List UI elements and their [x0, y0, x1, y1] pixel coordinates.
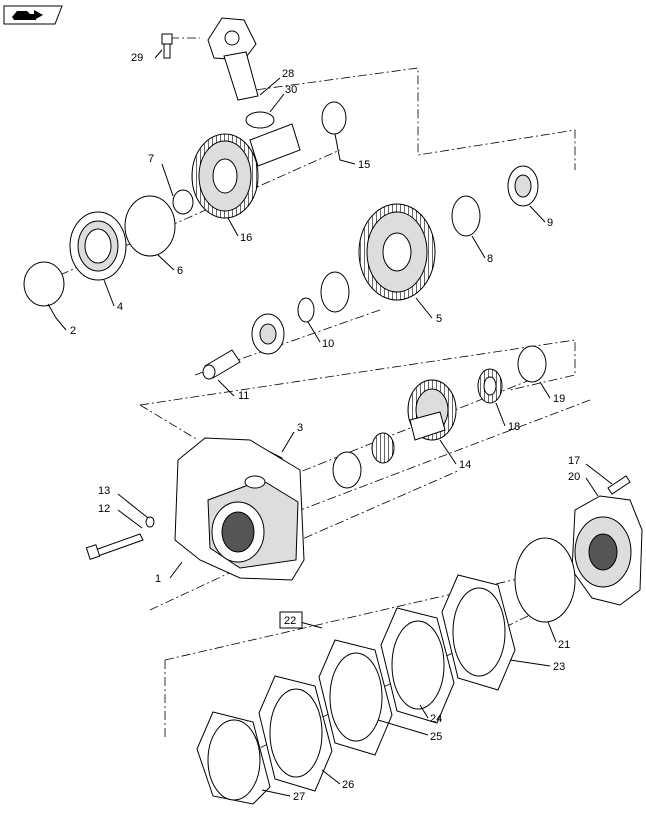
- callout-26: 26: [342, 779, 354, 791]
- callout-19: 19: [553, 393, 565, 405]
- part-24-gasket[interactable]: [380, 607, 455, 724]
- callout-11: 11: [238, 390, 249, 402]
- callout-25: 25: [430, 731, 442, 743]
- callout-5: 5: [436, 313, 442, 325]
- part-28-shaft-bracket[interactable]: [207, 17, 259, 101]
- callout-15: 15: [358, 159, 370, 171]
- part-20-cover[interactable]: [571, 495, 643, 606]
- part-17-bolt[interactable]: [607, 475, 631, 495]
- part-2-snap-ring[interactable]: [23, 261, 65, 307]
- part-13-washer[interactable]: [145, 516, 155, 528]
- part-7-spacer[interactable]: [172, 189, 194, 215]
- callout-6: 6: [177, 265, 183, 277]
- callout-7: 7: [148, 153, 154, 165]
- callout-22-box: [279, 611, 303, 629]
- part-8-snap-ring[interactable]: [451, 195, 481, 237]
- callout-22: 22: [284, 615, 296, 627]
- callout-30: 30: [285, 84, 297, 96]
- part-10-spacer-bearing[interactable]: [251, 271, 350, 355]
- callout-18: 18: [508, 421, 520, 433]
- callout-8: 8: [487, 253, 493, 265]
- callout-labels: 29 28 30 15 7 16 6 4 2 9 8 5 10 11 19 18…: [70, 52, 580, 803]
- callout-13: 13: [98, 485, 110, 497]
- part-15-snap-ring[interactable]: [321, 101, 347, 135]
- callout-24: 24: [430, 713, 442, 725]
- callout-4: 4: [117, 301, 123, 313]
- callout-21: 21: [558, 639, 570, 651]
- callout-27: 27: [293, 791, 305, 803]
- part-5-large-gear[interactable]: [358, 203, 436, 301]
- callout-28: 28: [282, 68, 294, 80]
- part-30-o-ring[interactable]: [245, 111, 275, 129]
- part-27-gasket[interactable]: [196, 711, 271, 805]
- callout-12: 12: [98, 503, 110, 515]
- callout-1: 1: [155, 573, 161, 585]
- callout-2: 2: [70, 325, 76, 337]
- callout-17: 17: [568, 455, 580, 467]
- part-23-gasket[interactable]: [441, 574, 516, 691]
- book-arrow-icon[interactable]: [3, 5, 63, 25]
- part-19-race[interactable]: [517, 345, 547, 383]
- part-12-bolt[interactable]: [85, 533, 144, 560]
- callout-23: 23: [553, 661, 565, 673]
- callout-9: 9: [547, 217, 553, 229]
- part-29-bolt[interactable]: [161, 33, 173, 59]
- callout-16: 16: [240, 232, 252, 244]
- part-16-gear-shaft[interactable]: [191, 123, 301, 219]
- callout-10: 10: [322, 338, 334, 350]
- part-6-snap-ring[interactable]: [124, 195, 176, 257]
- part-14-pinion-gear[interactable]: [332, 379, 457, 489]
- callout-3: 3: [297, 422, 303, 434]
- part-9-bearing[interactable]: [507, 165, 539, 207]
- part-1-housing[interactable]: [174, 437, 305, 581]
- part-26-gasket[interactable]: [258, 675, 333, 792]
- callout-20: 20: [568, 471, 580, 483]
- callout-29: 29: [131, 52, 143, 64]
- part-25-gasket[interactable]: [318, 639, 393, 756]
- part-18-roller-bearing[interactable]: [477, 368, 503, 404]
- leader-lines: [47, 49, 613, 797]
- part-4-bearing[interactable]: [69, 211, 127, 281]
- part-21-o-ring[interactable]: [514, 537, 576, 623]
- part-11-pin[interactable]: [202, 349, 241, 380]
- callout-14: 14: [459, 459, 471, 471]
